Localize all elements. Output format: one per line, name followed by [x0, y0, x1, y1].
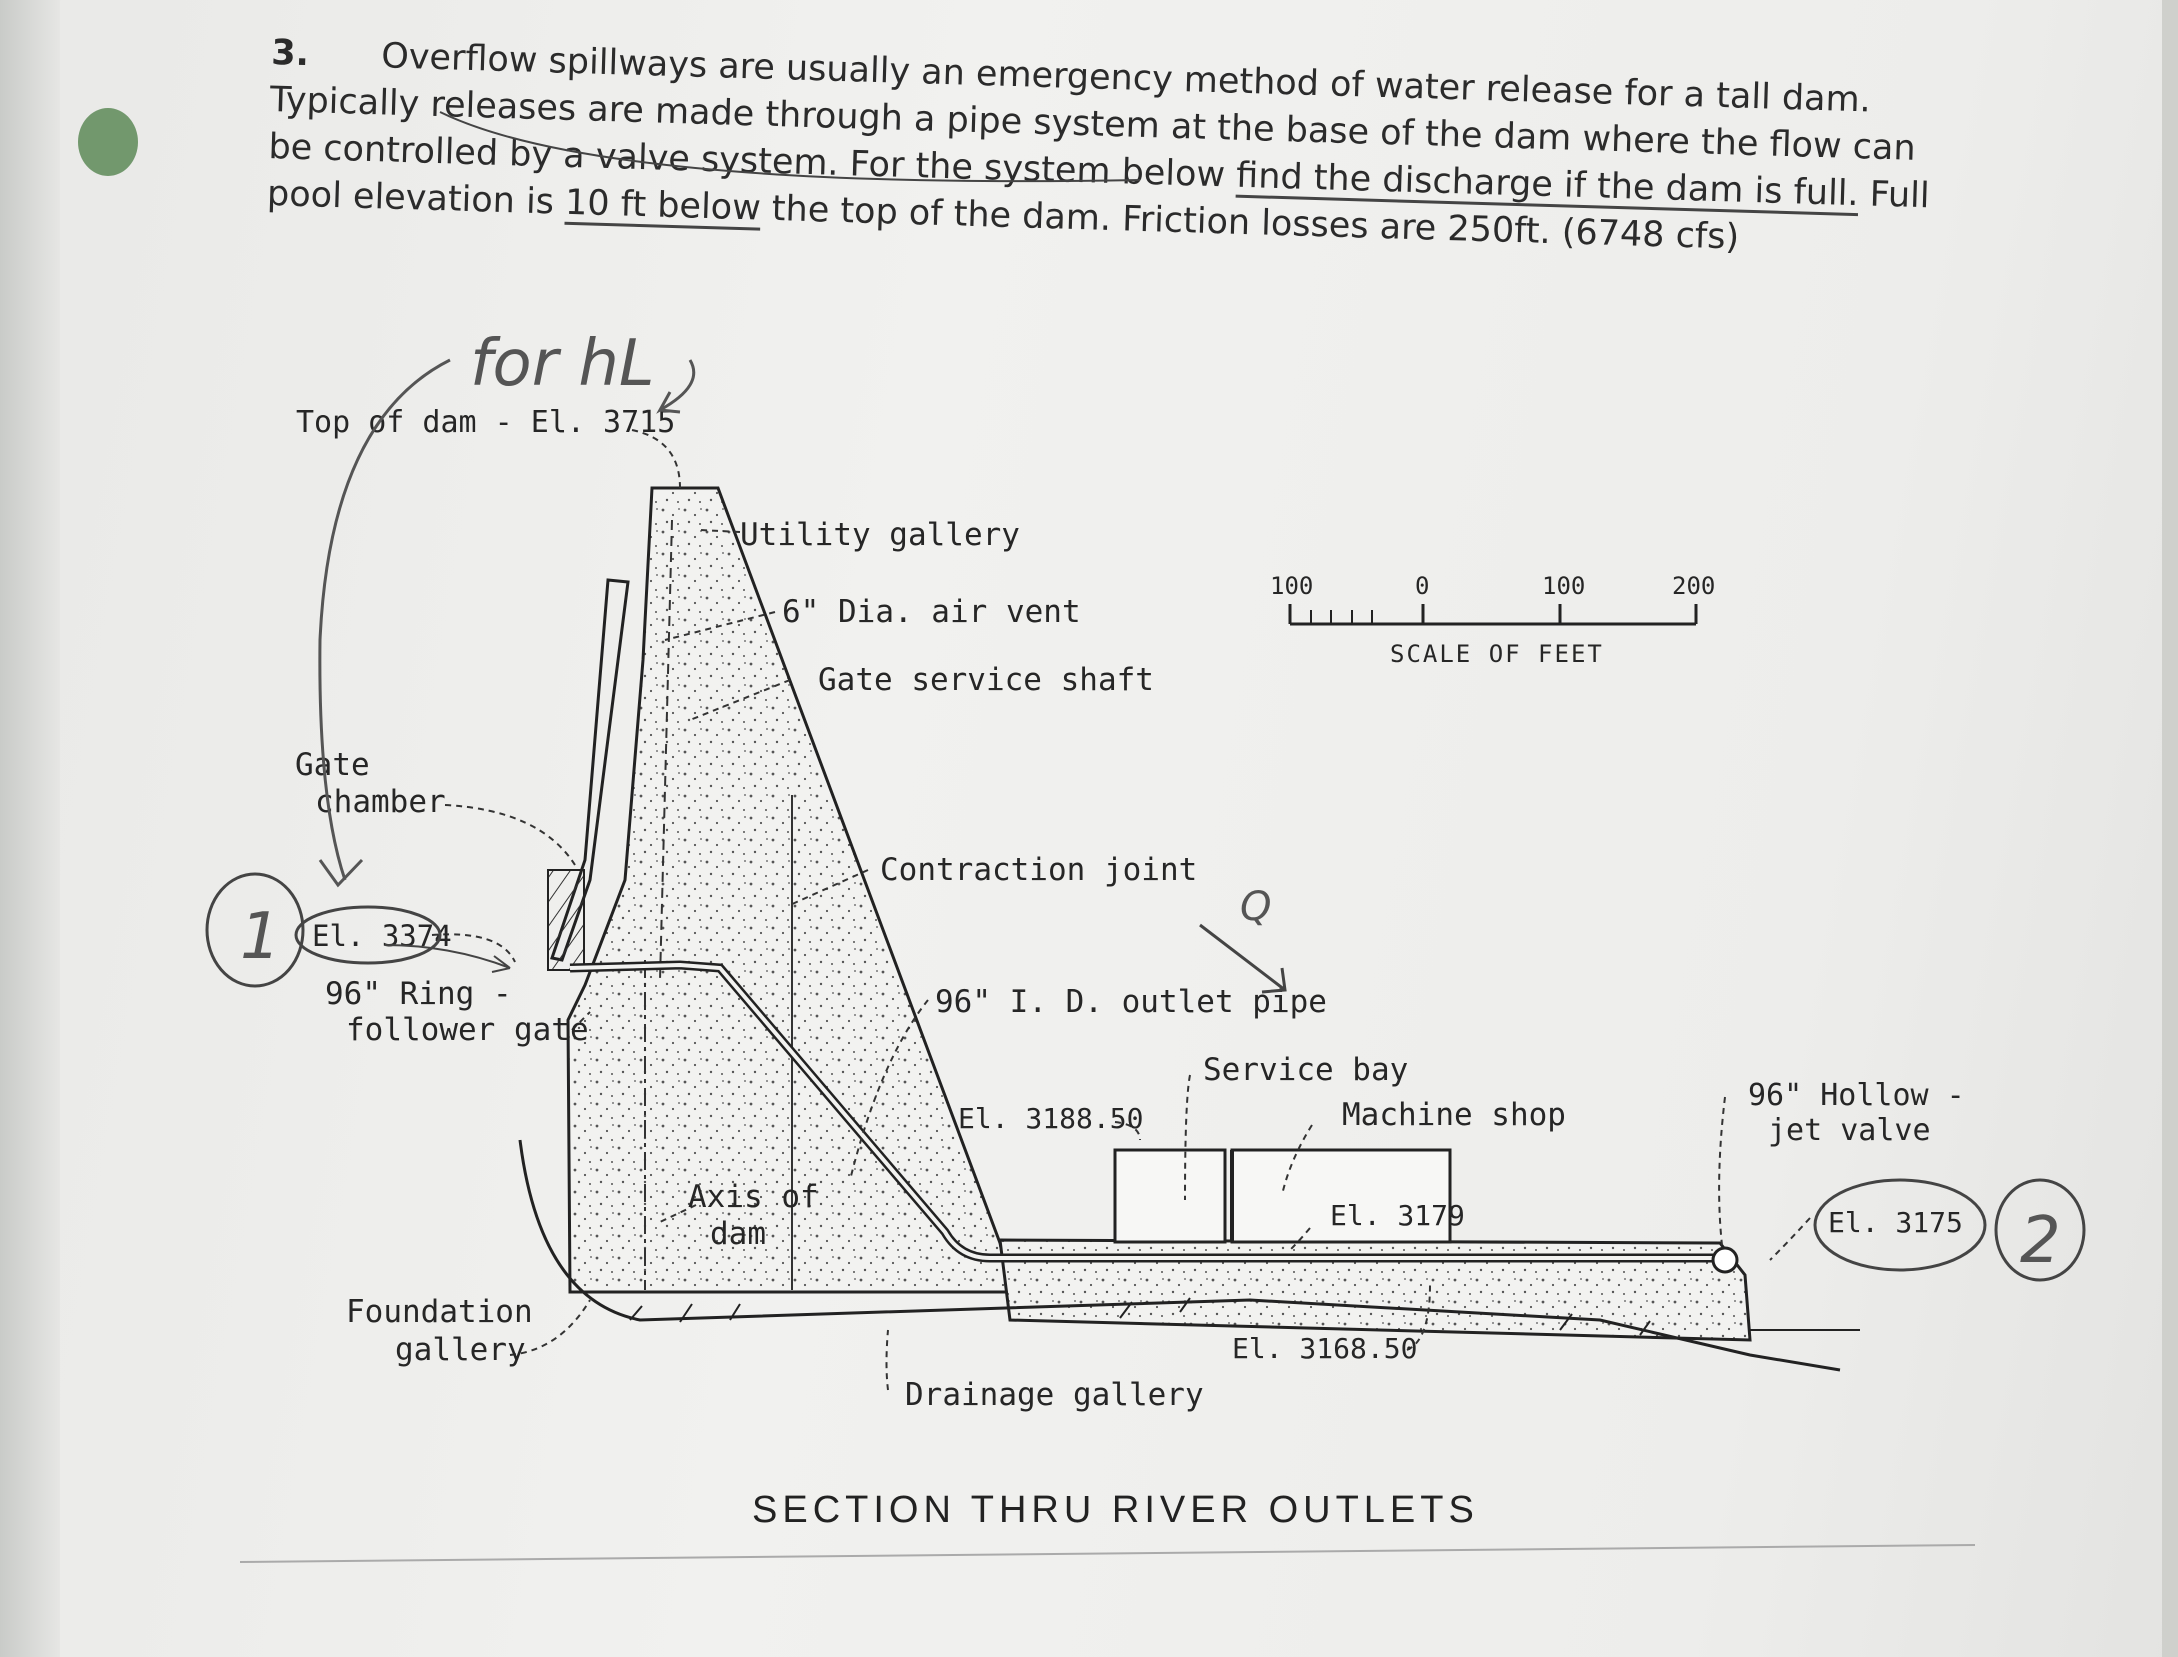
bottom-rule [239, 1544, 1976, 1563]
scale-tick-0: 100 [1270, 572, 1313, 600]
circle-point-1 [205, 872, 305, 988]
label-ring-gate-2: follower gate [346, 1012, 589, 1048]
ground-line [518, 1139, 1841, 1372]
label-gate-service-shaft: Gate service shaft [818, 662, 1154, 698]
label-top-of-dam: Top of dam - El. 3715 [296, 405, 675, 440]
label-air-vent: 6" Dia. air vent [782, 594, 1081, 630]
handwritten-for-hl: for hL [470, 327, 655, 401]
handwritten-annotations: for hL 1 2 Q [205, 111, 2086, 1282]
label-hollow-jet-1: 96" Hollow - [1748, 1078, 1965, 1113]
binder-hole [78, 108, 138, 176]
label-ring-gate-1: 96" Ring - [325, 976, 512, 1012]
label-el-3168: El. 3168.50 [1232, 1332, 1417, 1365]
handwritten-point-2: 2 [2020, 1204, 2061, 1278]
label-machine-shop: Machine shop [1342, 1097, 1566, 1133]
hand-arrow-curve [318, 358, 451, 881]
service-bay-building [1113, 1148, 1227, 1244]
hollow-jet-valve [1711, 1246, 1739, 1274]
gate-service-shaft [659, 519, 673, 981]
scale-bar: 100 0 100 200 SCALE OF FEET [1270, 572, 1715, 668]
label-hollow-jet-2: jet valve [1768, 1113, 1931, 1148]
scale-tick-3: 200 [1672, 572, 1715, 600]
label-foundation-2: gallery [395, 1332, 526, 1368]
paper-shadow-left [0, 0, 60, 1657]
handwritten-point-1: 1 [240, 900, 281, 974]
scale-caption: SCALE OF FEET [1390, 640, 1604, 668]
label-contraction-joint: Contraction joint [880, 852, 1197, 888]
label-axis-2: dam [710, 1216, 766, 1252]
gate-grid [547, 869, 585, 971]
label-service-bay: Service bay [1203, 1052, 1408, 1088]
label-axis-1: Axis of [688, 1179, 819, 1215]
handwritten-q: Q [1240, 884, 1271, 930]
q-arrow [1199, 923, 1287, 994]
label-outlet-pipe: 96" I. D. outlet pipe [935, 984, 1327, 1020]
label-gate-chamber-1: Gate [295, 747, 370, 783]
leader-lines [431, 429, 1811, 1391]
label-gate-chamber-2: chamber [315, 784, 446, 820]
label-el-3188: El. 3188.50 [958, 1102, 1143, 1135]
label-foundation-1: Foundation [346, 1294, 533, 1330]
scale-tick-1: 0 [1415, 572, 1429, 600]
section-title: SECTION THRU RIVER OUTLETS [752, 1489, 1479, 1531]
circle-el-3374 [294, 905, 442, 965]
scale-tick-2: 100 [1542, 572, 1585, 600]
paper-edge-right [2162, 0, 2178, 1657]
circle-el-3175 [1813, 1178, 1987, 1272]
circle-point-2 [1994, 1178, 2086, 1282]
label-drainage-gallery: Drainage gallery [905, 1377, 1204, 1413]
label-el-3175: El. 3175 [1828, 1206, 1963, 1239]
label-utility-gallery: Utility gallery [740, 517, 1020, 553]
dam-body [566, 486, 1012, 1294]
label-el-3179: El. 3179 [1330, 1199, 1465, 1232]
